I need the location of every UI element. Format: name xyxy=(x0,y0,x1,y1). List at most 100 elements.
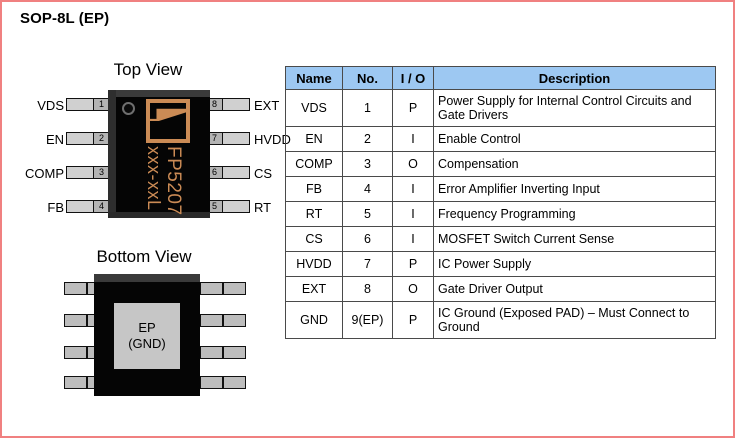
pin-label-hvdd: HVDD xyxy=(254,132,291,147)
header-no: No. xyxy=(342,66,393,90)
package-body-top: FP5207 xxx-xxL xyxy=(108,90,210,218)
company-logo-icon xyxy=(146,99,190,143)
cell-name: HVDD xyxy=(285,251,343,277)
pin-number: 8 xyxy=(207,99,223,110)
cell-name: GND xyxy=(285,301,343,339)
cell-io: I xyxy=(392,126,434,152)
pin-label-vds: VDS xyxy=(37,98,64,113)
pin-number: 7 xyxy=(207,133,223,144)
pin-lead xyxy=(223,99,249,110)
pin-lead xyxy=(223,201,249,212)
cell-no: 1 xyxy=(342,89,393,127)
cell-io: I xyxy=(392,226,434,252)
cell-no: 5 xyxy=(342,201,393,227)
cell-description: Gate Driver Output xyxy=(433,276,716,302)
cell-no: 8 xyxy=(342,276,393,302)
cell-name: CS xyxy=(285,226,343,252)
bottom-pin-right-2 xyxy=(200,314,246,327)
pin-lead xyxy=(67,201,93,212)
pin-number: 2 xyxy=(93,133,109,144)
body-bevel-top xyxy=(108,90,210,97)
cell-name: EXT xyxy=(285,276,343,302)
pin-label-cs: CS xyxy=(254,166,273,181)
cell-description: Error Amplifier Inverting Input xyxy=(433,176,716,202)
top-pin-2: 2 xyxy=(66,132,110,145)
pin-label-fb: FB xyxy=(47,200,64,215)
top-pin-3: 3 xyxy=(66,166,110,179)
header-name: Name xyxy=(285,66,343,90)
pin-lead xyxy=(223,133,249,144)
cell-description: IC Power Supply xyxy=(433,251,716,277)
cell-description: Frequency Programming xyxy=(433,201,716,227)
pin-label-ext: EXT xyxy=(254,98,280,113)
pin-label-rt: RT xyxy=(254,200,272,215)
cell-no: 6 xyxy=(342,226,393,252)
header-description: Description xyxy=(433,66,716,90)
pin-label-comp: COMP xyxy=(25,166,64,181)
pin-number: 3 xyxy=(93,167,109,178)
cell-io: P xyxy=(392,89,434,127)
bottom-pin-right-4 xyxy=(200,376,246,389)
cell-name: COMP xyxy=(285,151,343,177)
pin-number: 5 xyxy=(207,201,223,212)
cell-io: I xyxy=(392,176,434,202)
header-io: I / O xyxy=(392,66,434,90)
top-pin-6: 6 xyxy=(206,166,250,179)
pin1-dimple-icon xyxy=(122,102,135,115)
ep-pad-label-1: EP xyxy=(138,320,156,335)
cell-name: RT xyxy=(285,201,343,227)
chip-marking-lot-code: xxx-xxL xyxy=(144,146,164,211)
pin-lead xyxy=(223,167,249,178)
cell-io: O xyxy=(392,276,434,302)
cell-io: P xyxy=(392,301,434,339)
cell-io: I xyxy=(392,201,434,227)
top-pin-8: 8 xyxy=(206,98,250,111)
pin-lead xyxy=(67,99,93,110)
bottom-pin-right-3 xyxy=(200,346,246,359)
cell-name: EN xyxy=(285,126,343,152)
cell-description: IC Ground (Exposed PAD) – Must Connect t… xyxy=(433,301,716,339)
table-header-row: Name No. I / O Description xyxy=(285,66,716,90)
pin-number: 4 xyxy=(93,201,109,212)
top-pin-1: 1 xyxy=(66,98,110,111)
package-body-bottom: EP (GND) xyxy=(94,274,200,396)
bottom-view-caption: Bottom View xyxy=(96,247,192,266)
cell-description: Enable Control xyxy=(433,126,716,152)
cell-description: Power Supply for Internal Control Circui… xyxy=(433,89,716,127)
bottom-view-diagram: EP (GND) xyxy=(22,272,272,402)
cell-name: VDS xyxy=(285,89,343,127)
pin-number: 6 xyxy=(207,167,223,178)
cell-name: FB xyxy=(285,176,343,202)
pin-number: 1 xyxy=(93,99,109,110)
cell-no: 4 xyxy=(342,176,393,202)
cell-no: 3 xyxy=(342,151,393,177)
body-bevel-top xyxy=(94,274,200,282)
chip-marking-part-number: FP5207 xyxy=(163,146,184,216)
cell-no: 9(EP) xyxy=(342,301,393,339)
pin-label-en: EN xyxy=(45,132,64,147)
top-view-caption: Top View xyxy=(113,60,183,79)
cell-description: Compensation xyxy=(433,151,716,177)
exposed-pad: EP (GND) xyxy=(114,303,180,369)
top-view-diagram: 1 2 3 4 8 7 6 5 xyxy=(22,86,291,226)
page-title: SOP-8L (EP) xyxy=(20,10,110,27)
top-pin-5: 5 xyxy=(206,200,250,213)
cell-no: 2 xyxy=(342,126,393,152)
top-pin-4: 4 xyxy=(66,200,110,213)
pin-lead xyxy=(67,133,93,144)
ep-pad-label-2: (GND) xyxy=(128,336,166,351)
body-bevel-left xyxy=(108,90,116,218)
cell-io: P xyxy=(392,251,434,277)
cell-description: MOSFET Switch Current Sense xyxy=(433,226,716,252)
body-bevel-bottom xyxy=(108,212,210,218)
